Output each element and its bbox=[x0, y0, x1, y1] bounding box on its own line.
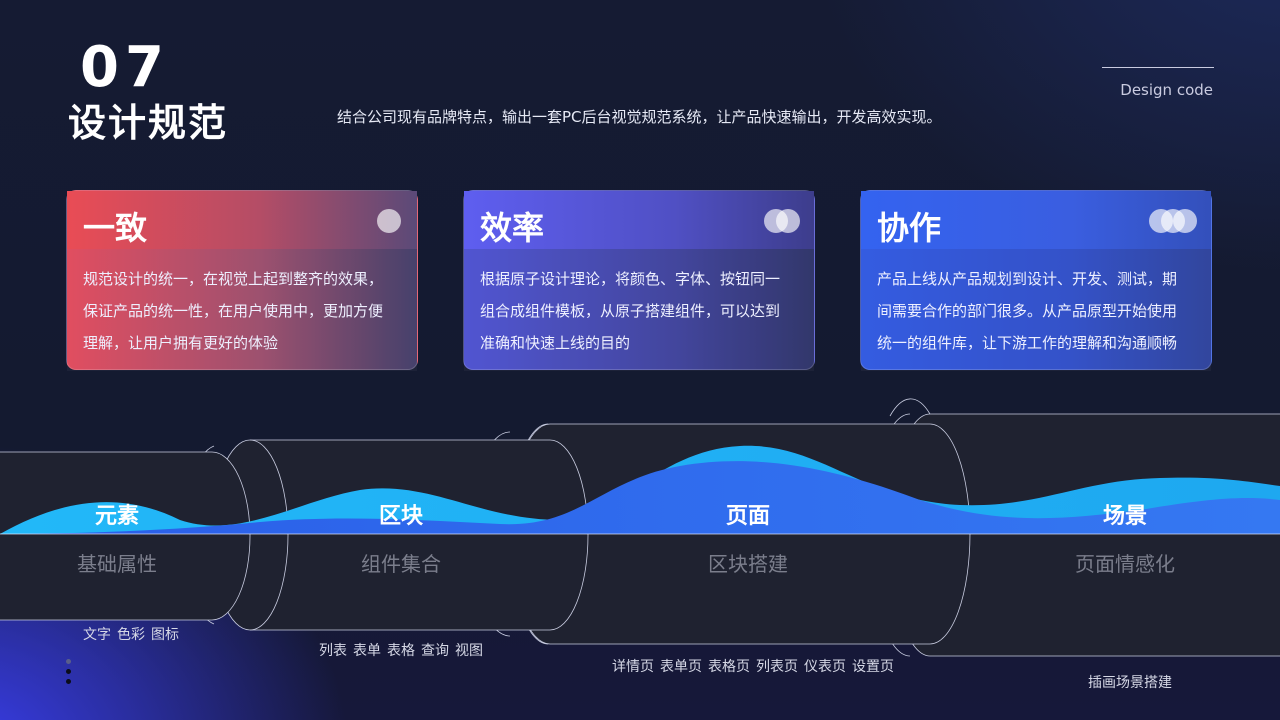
pipe-block bbox=[182, 439, 589, 631]
stage-item: 列表 bbox=[319, 643, 347, 659]
pager-dot bbox=[66, 679, 71, 684]
stage-item: 色彩 bbox=[117, 627, 145, 643]
design-code-label: Design code bbox=[1120, 81, 1213, 99]
stage-item: 仪表页 bbox=[804, 659, 846, 675]
water-line bbox=[0, 533, 1280, 535]
stage-items-scene: 插画场景搭建 bbox=[1088, 672, 1172, 692]
card-collaboration: 协作 产品上线从产品规划到设计、开发、测试，期 间需要合作的部门很多。从产品原型… bbox=[860, 190, 1212, 371]
card-title: 一致 bbox=[83, 209, 148, 247]
stage-item: 表单页 bbox=[660, 659, 702, 675]
card-line: 准确和快速上线的目的 bbox=[480, 334, 631, 352]
stage-item: 详情页 bbox=[612, 659, 654, 675]
stage-subtitle-page: 区块搭建 bbox=[708, 552, 788, 576]
pager-dot bbox=[66, 669, 71, 674]
stage-item: 插画场景搭建 bbox=[1088, 675, 1172, 691]
divider-line bbox=[1102, 67, 1214, 68]
card-line: 统一的组件库，让下游工作的理解和沟通顺畅 bbox=[877, 334, 1178, 352]
stage-item: 表单 bbox=[353, 643, 381, 659]
page-subtitle: 结合公司现有品牌特点，输出一套PC后台视觉规范系统，让产品快速输出，开发高效实现… bbox=[337, 108, 942, 126]
card-title: 协作 bbox=[877, 209, 942, 247]
wave-dark bbox=[0, 461, 1280, 534]
card-header: 一致 bbox=[67, 191, 417, 249]
pager-dot bbox=[66, 659, 71, 664]
card-body: 产品上线从产品规划到设计、开发、测试，期 间需要合作的部门很多。从产品原型开始使… bbox=[861, 249, 1211, 371]
stage-title-block: 区块 bbox=[378, 504, 424, 529]
card-line: 组合成组件模板，从原子搭建组件，可以达到 bbox=[480, 302, 781, 320]
stage-title-scene: 场景 bbox=[1102, 504, 1148, 529]
stage-title-page: 页面 bbox=[725, 504, 771, 529]
stage-subtitle-scene: 页面情感化 bbox=[1075, 552, 1175, 576]
card-title: 效率 bbox=[480, 209, 545, 247]
stage-item: 视图 bbox=[455, 643, 483, 659]
pipe-element bbox=[0, 451, 251, 621]
section-number: 07 bbox=[80, 35, 170, 100]
stage-title-element: 元素 bbox=[94, 504, 140, 529]
card-line: 间需要合作的部门很多。从产品原型开始使用 bbox=[877, 302, 1178, 320]
stage-subtitle-element: 基础属性 bbox=[77, 552, 157, 576]
stage-items-page: 详情页表单页表格页列表页仪表页设置页 bbox=[612, 656, 894, 676]
stage-items-block: 列表表单表格查询视图 bbox=[319, 640, 483, 660]
card-line: 保证产品的统一性，在用户使用中，更加方便 bbox=[83, 302, 384, 320]
pipeline-illustration bbox=[0, 398, 1280, 657]
card-line: 根据原子设计理论，将颜色、字体、按钮同一 bbox=[480, 270, 781, 288]
stage-item: 列表页 bbox=[756, 659, 798, 675]
stage-subtitle-block: 组件集合 bbox=[361, 552, 441, 576]
card-body: 根据原子设计理论，将颜色、字体、按钮同一 组合成组件模板，从原子搭建组件，可以达… bbox=[464, 249, 814, 371]
stage-item: 表格页 bbox=[708, 659, 750, 675]
card-header: 协作 bbox=[861, 191, 1211, 249]
stage-item: 表格 bbox=[387, 643, 415, 659]
card-line: 理解，让用户拥有更好的体验 bbox=[83, 334, 279, 352]
card-consistency: 一致 规范设计的统一，在视觉上起到整齐的效果， 保证产品的统一性，在用户使用中，… bbox=[66, 190, 418, 371]
stage-item: 查询 bbox=[421, 643, 449, 659]
card-line: 规范设计的统一，在视觉上起到整齐的效果， bbox=[83, 270, 384, 288]
card-body: 规范设计的统一，在视觉上起到整齐的效果， 保证产品的统一性，在用户使用中，更加方… bbox=[67, 249, 417, 371]
card-line: 产品上线从产品规划到设计、开发、测试，期 bbox=[877, 270, 1178, 288]
page-title: 设计规范 bbox=[68, 101, 229, 145]
stage-item: 文字 bbox=[83, 627, 111, 643]
card-header: 效率 bbox=[464, 191, 814, 249]
stage-item: 设置页 bbox=[852, 659, 894, 675]
stage-items-element: 文字色彩图标 bbox=[83, 624, 179, 644]
stage-item: 图标 bbox=[151, 627, 179, 643]
pager-dots bbox=[66, 659, 71, 689]
card-efficiency: 效率 根据原子设计理论，将颜色、字体、按钮同一 组合成组件模板，从原子搭建组件，… bbox=[463, 190, 815, 371]
